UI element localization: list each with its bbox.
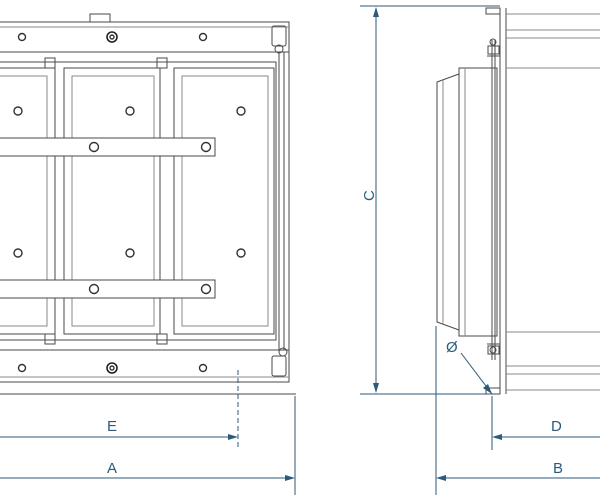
side-mounting-profile	[485, 7, 600, 395]
coil-body	[436, 67, 498, 337]
top-mounting-bar	[0, 13, 290, 54]
threaded-rods	[487, 38, 500, 360]
dimension-label-e: E	[107, 418, 117, 435]
dimension-e: E	[0, 370, 239, 450]
dimension-label-c: C	[361, 190, 378, 201]
clamp-bars	[0, 137, 216, 299]
dimension-label-diameter: Ø	[446, 339, 458, 356]
dimension-label-a: A	[107, 460, 117, 477]
dimension-c: C	[360, 5, 500, 395]
dimension-label-d: D	[551, 418, 562, 435]
front-view: E A	[0, 13, 296, 495]
dimension-label-b: B	[553, 460, 563, 477]
right-side-rail	[278, 52, 290, 350]
dimension-a: A	[0, 396, 296, 495]
side-view: C	[360, 5, 600, 495]
dimension-b: B	[435, 326, 600, 495]
coil-panels	[0, 57, 277, 345]
bottom-mounting-bar	[0, 347, 296, 395]
diameter-callout: Ø	[446, 339, 493, 395]
dimension-d: D	[491, 396, 600, 450]
